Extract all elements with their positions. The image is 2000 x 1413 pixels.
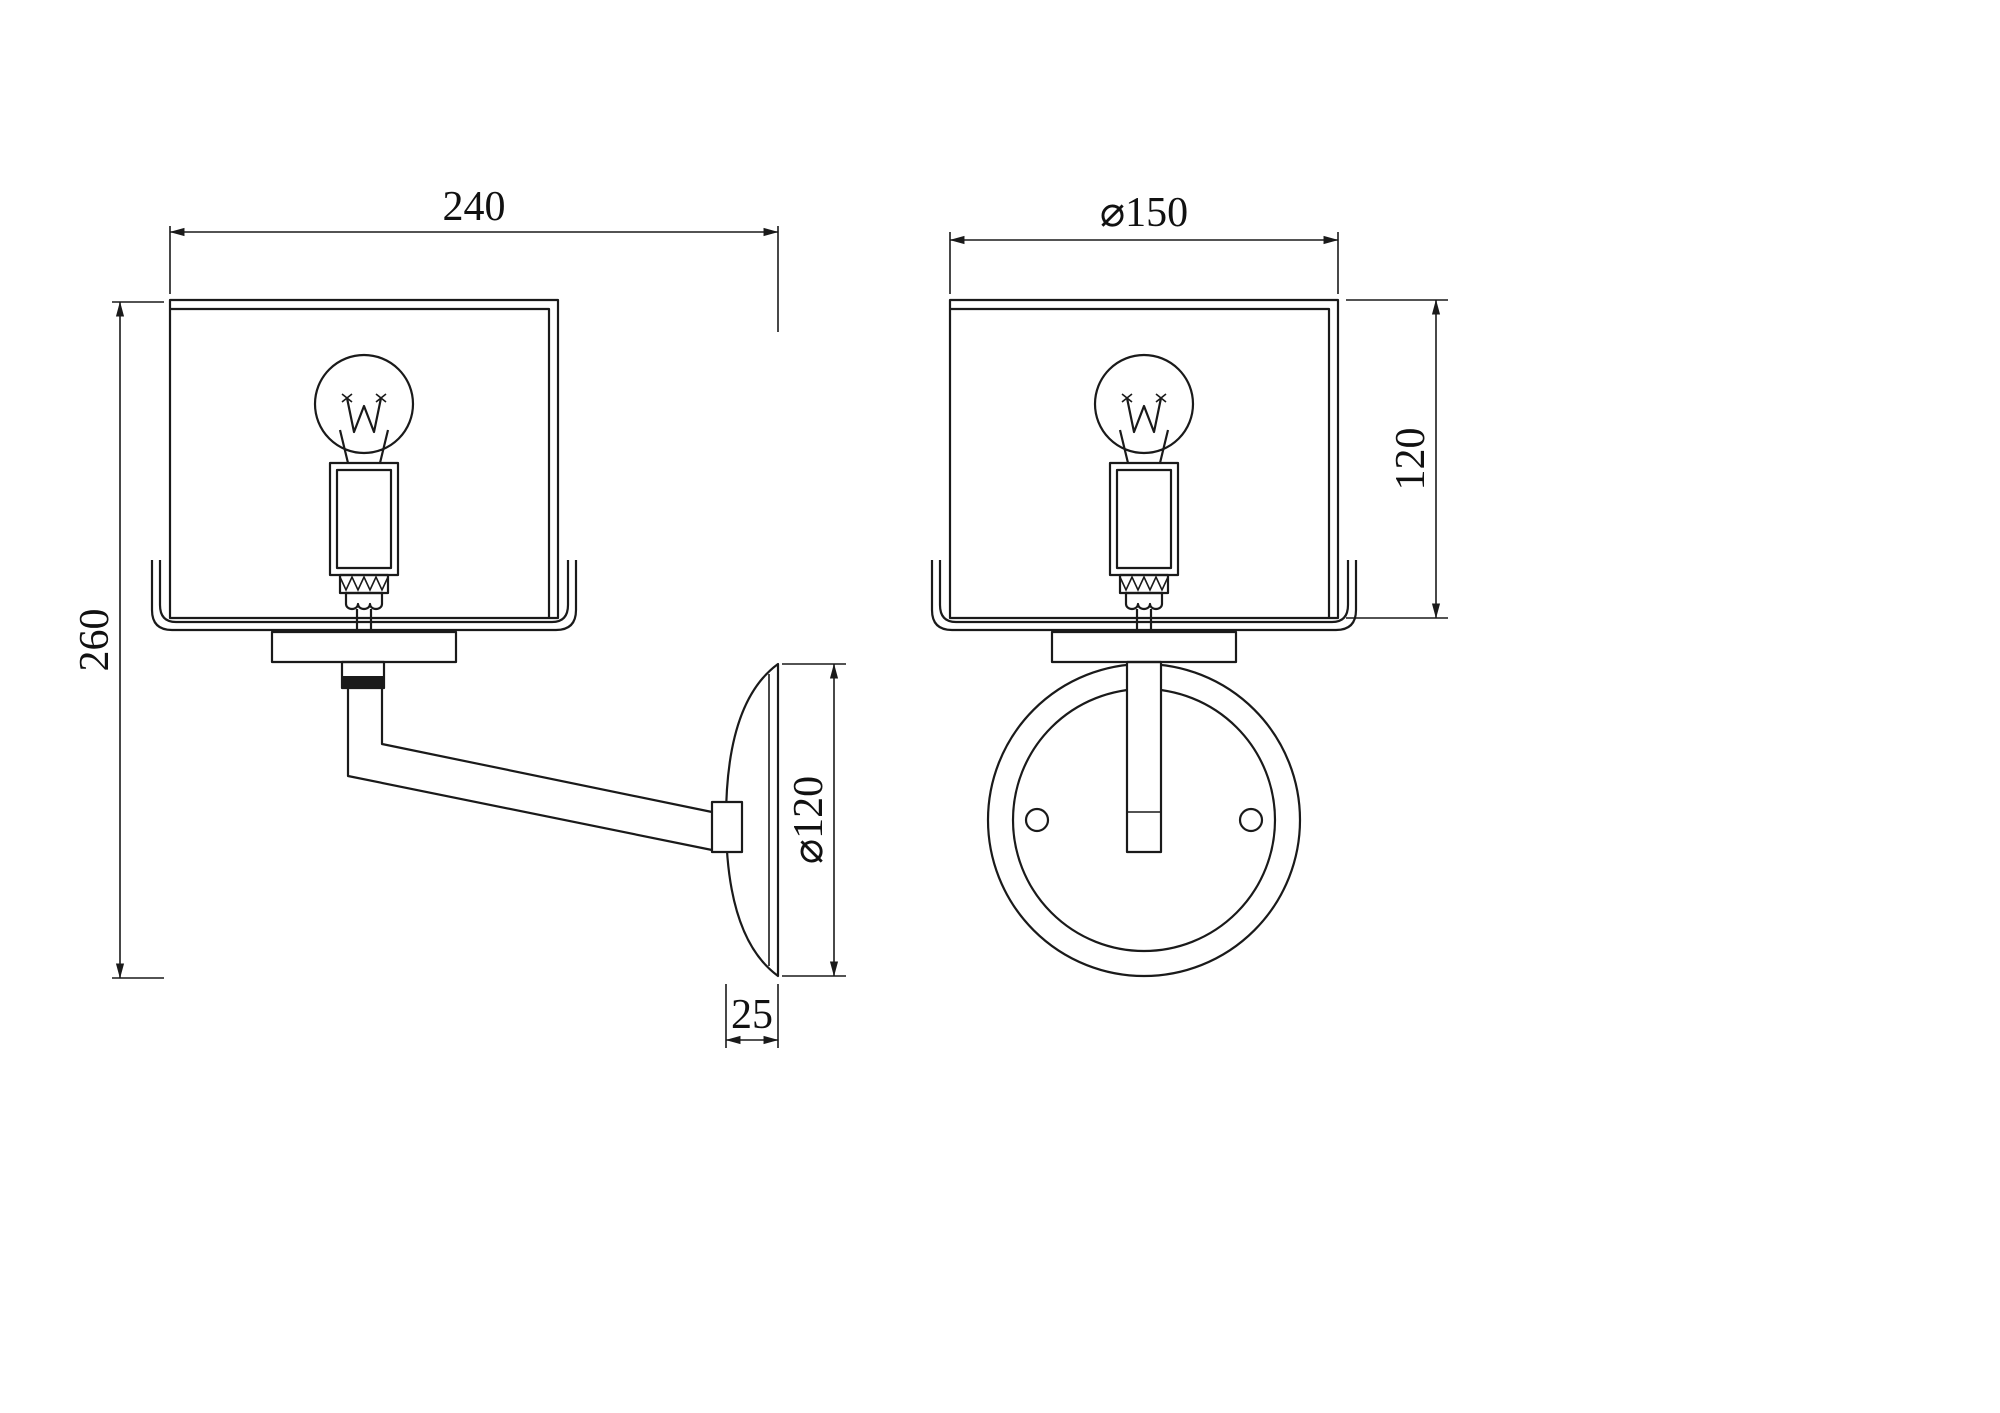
dim-label-overall-height: 260 bbox=[72, 609, 118, 672]
dim-label-shade-height: 120 bbox=[1388, 428, 1434, 491]
dim-shade-diameter: ⌀150 bbox=[949, 190, 1339, 294]
dim-shade-height: 120 bbox=[1346, 299, 1448, 619]
dim-label-backplate-diameter: ⌀120 bbox=[786, 776, 832, 864]
side-view-shade-assembly bbox=[150, 298, 578, 664]
dim-backplate-depth: 25 bbox=[725, 984, 779, 1048]
front-stem bbox=[1125, 660, 1163, 854]
arm-boss bbox=[710, 800, 744, 854]
dim-label-overall-depth: 240 bbox=[443, 184, 506, 230]
stem-collar bbox=[340, 660, 386, 690]
dim-overall-depth: 240 bbox=[169, 184, 779, 332]
front-view: ⌀150 120 bbox=[930, 190, 1448, 978]
wall-plate-side bbox=[710, 662, 780, 978]
side-view: 240 260 ⌀120 25 bbox=[72, 184, 846, 1048]
screw-hole-left bbox=[1024, 807, 1050, 833]
dim-overall-height: 260 bbox=[72, 301, 164, 979]
front-view-shade-assembly bbox=[930, 298, 1358, 664]
screw-hole-right bbox=[1238, 807, 1264, 833]
dim-backplate-diameter: ⌀120 bbox=[782, 663, 846, 977]
wall-arm bbox=[346, 688, 713, 852]
dim-label-shade-diameter: ⌀150 bbox=[1100, 190, 1188, 236]
dim-label-backplate-depth: 25 bbox=[731, 992, 773, 1038]
